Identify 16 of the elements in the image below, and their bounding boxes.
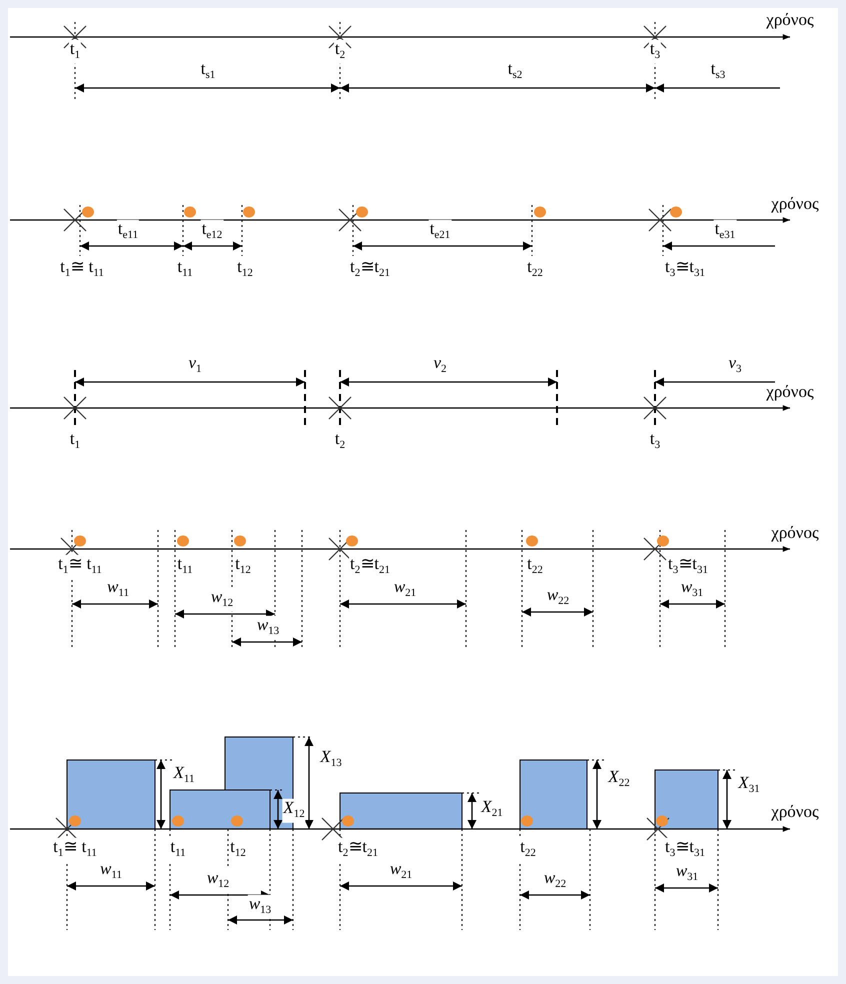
- time-label: t$_{2}$: [334, 40, 346, 64]
- axis-label: χρόνος: [770, 195, 820, 213]
- time-label: t$_{1}$: [68, 40, 82, 64]
- axis-label: χρόνος: [770, 524, 820, 542]
- width-label: w$_{12}$: [206, 868, 230, 894]
- axis-label: χρόνος: [770, 803, 820, 821]
- width-label: w$_{12}$: [210, 588, 234, 612]
- time-label: t$_{11}$: [169, 838, 187, 862]
- time-label: t$_{1}$≅ t$_{11}$: [52, 838, 98, 862]
- time-label: t$_{1}$≅ t$_{11}$: [57, 554, 103, 580]
- axis-label: χρόνος: [765, 383, 815, 401]
- axis-label: χρόνος: [765, 11, 815, 29]
- time-label: t$_{22}$: [519, 838, 537, 862]
- height-label: X$_{12}$: [282, 798, 306, 824]
- time-label: t$_{3}$: [648, 40, 662, 64]
- time-label: t$_{2}$≅t$_{21}$: [337, 838, 379, 862]
